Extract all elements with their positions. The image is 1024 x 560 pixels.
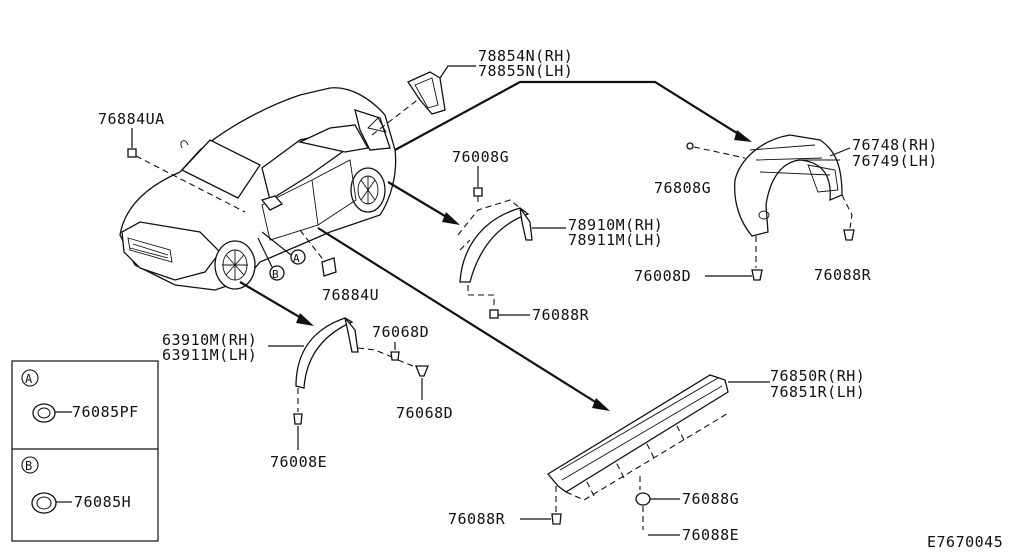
front-arch-molding: 76068D 76068D 63910M(RH) 63911M(LH) 7600… [162,317,453,471]
marker-a: A [261,231,306,265]
legend-b-letter: B [25,459,33,473]
legend-a-marker [21,369,39,387]
callout-scoop-rh: 78854N(RH) [478,47,573,65]
callout-76068d-bottom: 76068D [396,404,453,422]
callout-76088e: 76088E [682,526,739,544]
legend-box: A 76085PF B 76085H [11,360,159,542]
rear-scoop-part: 78854N(RH) 78855N(LH) [371,47,573,136]
side-sill-molding: 76850R(RH) 76851R(LH) 76088G 76088E 7608… [448,367,865,544]
callout-76008e: 76008E [270,453,327,471]
callout-76088r-bottom: 76088R [448,510,506,528]
callout-76008g: 76008G [452,148,509,166]
callout-76088r-mid: 76088R [532,306,590,324]
callout-76884u: 76884U [322,286,379,304]
diagram-id: E7670045 [927,533,1003,551]
callout-76008d: 76008D [634,267,691,285]
callout-liner-rh: 76748(RH) [852,136,938,154]
clip-76884u: 76884U [299,229,379,304]
marker-b: B [257,237,285,281]
callout-76884ua: 76884UA [98,110,165,128]
vehicle-illustration [119,87,397,291]
callout-sill-lh: 76851R(LH) [770,383,865,401]
wheelhouse-liner: 76808G 76748(RH) 76749(LH) 76088R 76008D [634,134,938,285]
rear-arch-molding: 76008G 78910M(RH) 78911M(LH) 76088R [452,148,663,324]
callout-arch-rear-lh: 78911M(LH) [568,231,663,249]
callout-76808g: 76808G [654,179,711,197]
legend-b-marker [21,456,39,474]
legend-a-part: 76085PF [72,403,139,421]
callout-arch-front-rh: 63910M(RH) [162,331,257,349]
callout-76088r-right: 76088R [814,266,872,284]
svg-text:A: A [293,252,300,265]
callout-arch-front-lh: 63911M(LH) [162,346,257,364]
clip-76884ua: 76884UA [98,110,246,213]
callout-arch-rear-rh: 78910M(RH) [568,216,663,234]
callout-scoop-lh: 78855N(LH) [478,62,573,80]
legend-b-part: 76085H [74,493,131,511]
callout-76068d-top: 76068D [372,323,429,341]
svg-text:B: B [272,268,279,281]
callout-liner-lh: 76749(LH) [852,152,938,170]
legend-a-letter: A [25,372,33,386]
callout-sill-rh: 76850R(RH) [770,367,865,385]
callout-76088g: 76088G [682,490,739,508]
leader-arrows [239,80,752,411]
